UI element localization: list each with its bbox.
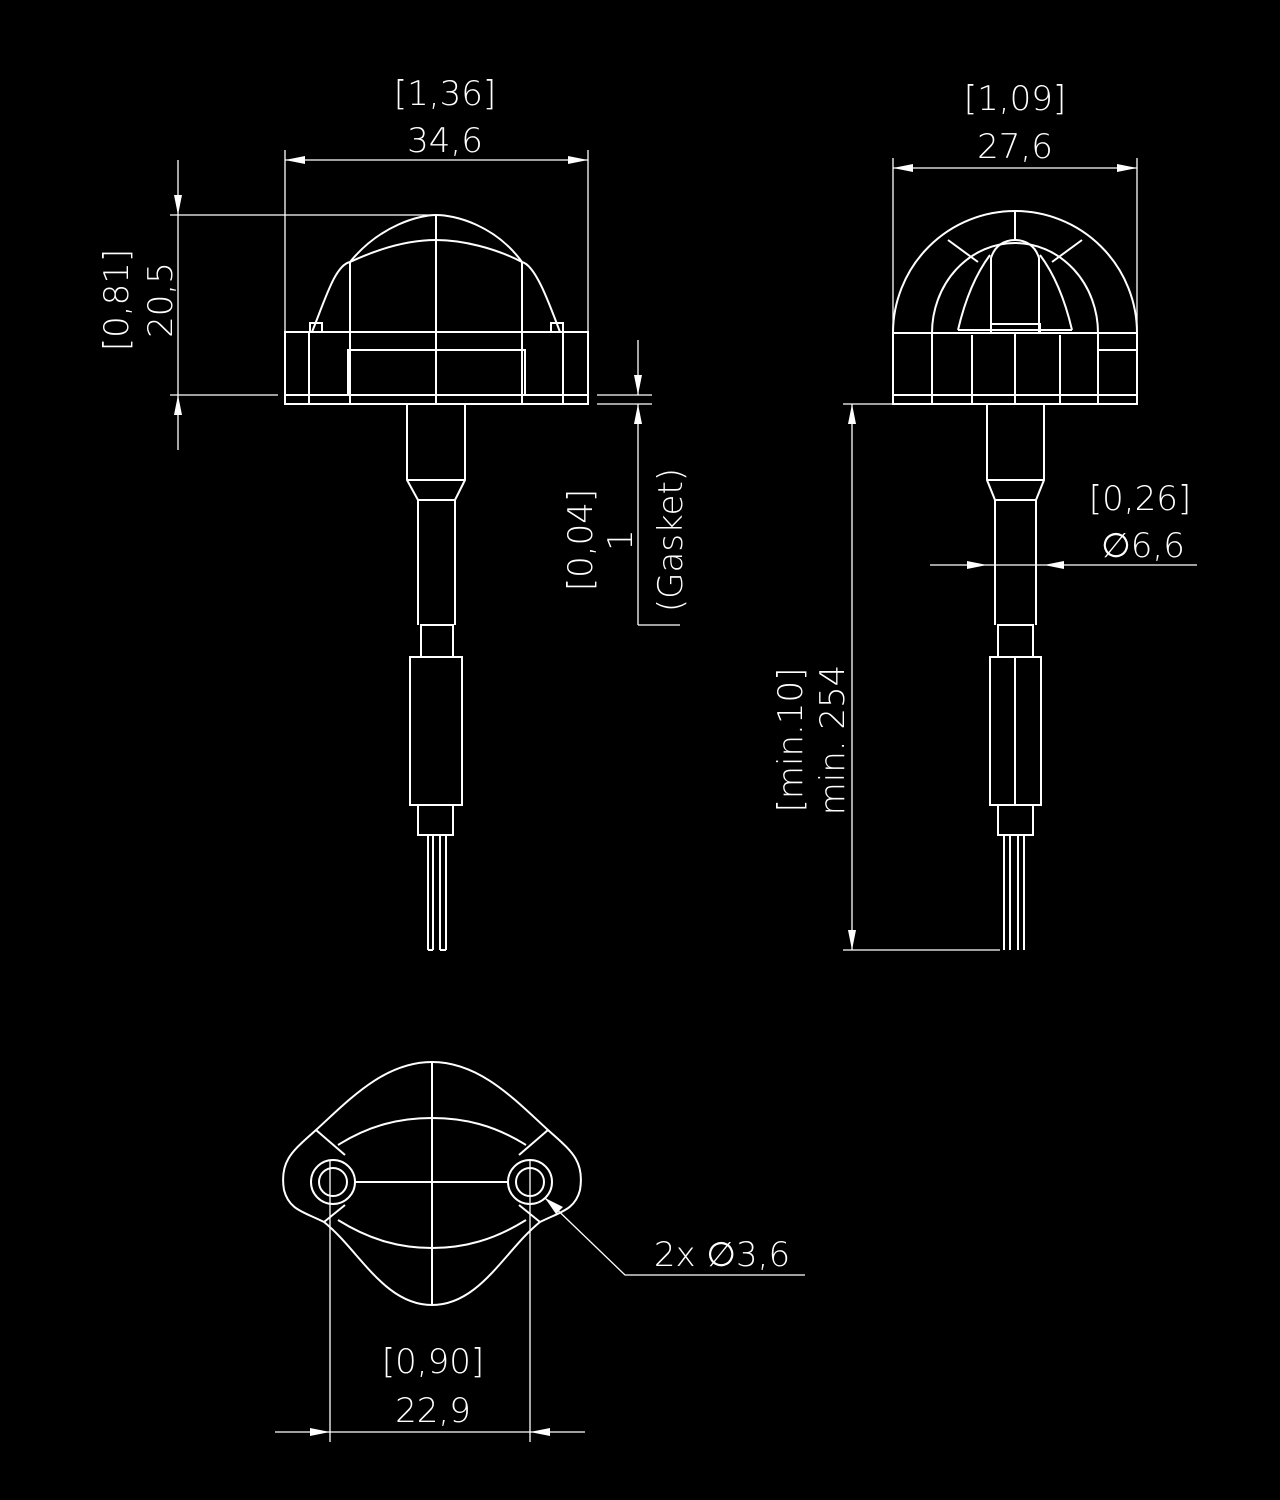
gasket-mm: 1 (601, 529, 641, 551)
diameter-mm: ∅6,6 (1101, 526, 1185, 566)
front-dimensions: [1,36] 34,6 [0,81] 20,5 [0,04] 1 (Gasket… (97, 74, 691, 626)
hole-spacing-inch: [0,90] (382, 1342, 484, 1382)
holes-label: 2x ∅3,6 (654, 1235, 790, 1275)
length-inch: [min.10] (771, 668, 811, 813)
front-view (284, 213, 589, 951)
front-height-inch: [0,81] (97, 249, 137, 351)
hole-spacing-mm: 22,9 (395, 1391, 471, 1431)
side-width-inch: [1,09] (964, 79, 1066, 119)
gasket-label: (Gasket) (651, 468, 691, 612)
top-dimensions: [0,90] 22,9 2x ∅3,6 (275, 1160, 805, 1442)
side-dimensions: [1,09] 27,6 [0,26] ∅6,6 [min.10] min. 25… (771, 79, 1197, 951)
side-view (892, 210, 1138, 950)
length-mm: min. 254 (813, 665, 853, 816)
front-height-mm: 20,5 (141, 262, 181, 338)
gasket-inch: [0,04] (561, 489, 601, 591)
side-width-mm: 27,6 (977, 127, 1053, 167)
top-view (282, 1060, 582, 1307)
front-width-mm: 34,6 (407, 121, 483, 161)
front-width-inch: [1,36] (394, 74, 496, 114)
diameter-inch: [0,26] (1089, 479, 1191, 519)
